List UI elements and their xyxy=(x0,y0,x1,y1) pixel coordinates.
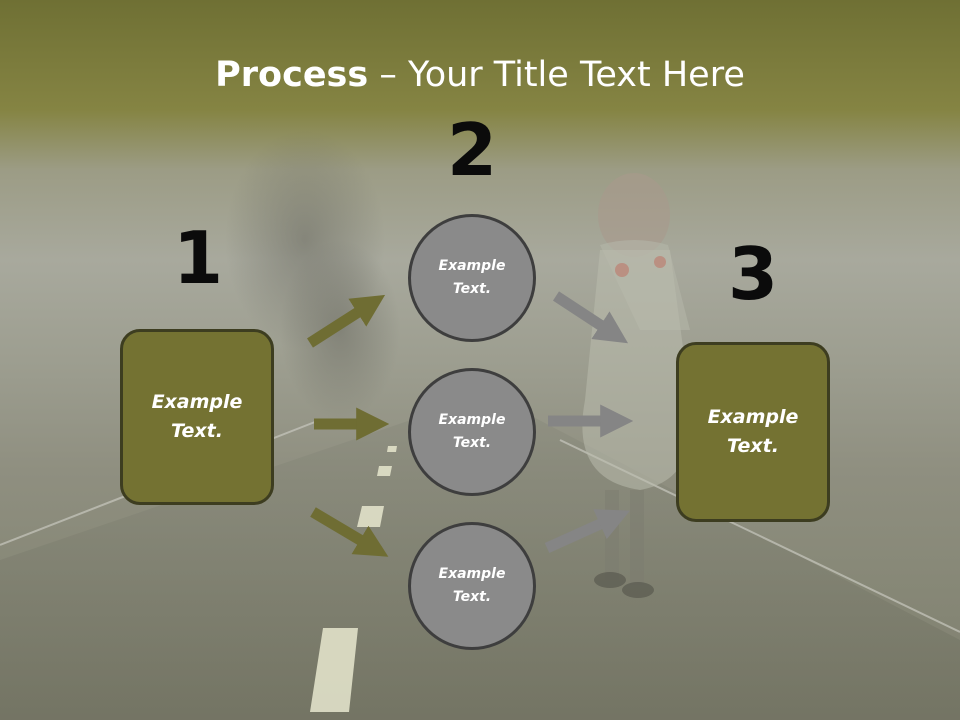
step-box-right-line2: Text. xyxy=(727,435,779,457)
step-box-left-line2: Text. xyxy=(171,420,223,442)
step-circle-1-line2: Text. xyxy=(452,281,492,297)
arrow-left-to-circle-3 xyxy=(310,507,389,557)
title-rest: – Your Title Text Here xyxy=(368,55,745,95)
arrow-circle-1-to-right xyxy=(552,291,629,344)
step-number-1: 1 xyxy=(172,216,224,300)
step-box-right: Example Text. xyxy=(676,342,830,522)
arrow-left-to-circle-1 xyxy=(307,294,386,348)
step-circle-3-line1: Example xyxy=(438,566,506,582)
slide-title: Process – Your Title Text Here xyxy=(0,52,960,98)
step-box-left-line1: Example xyxy=(151,391,243,413)
step-number-3: 3 xyxy=(727,232,779,316)
step-circle-2: Example Text. xyxy=(408,368,536,496)
step-circle-2-line1: Example xyxy=(438,412,506,428)
arrow-circle-3-to-right xyxy=(544,509,631,554)
step-circle-1: Example Text. xyxy=(408,214,536,342)
title-bold: Process xyxy=(215,55,369,95)
step-circle-1-line1: Example xyxy=(438,258,506,274)
step-circle-3-line2: Text. xyxy=(452,589,492,605)
step-circle-2-line2: Text. xyxy=(452,435,492,451)
step-number-2: 2 xyxy=(446,108,498,192)
step-box-left: Example Text. xyxy=(120,329,274,505)
step-circle-3: Example Text. xyxy=(408,522,536,650)
step-box-right-line1: Example xyxy=(707,406,799,428)
